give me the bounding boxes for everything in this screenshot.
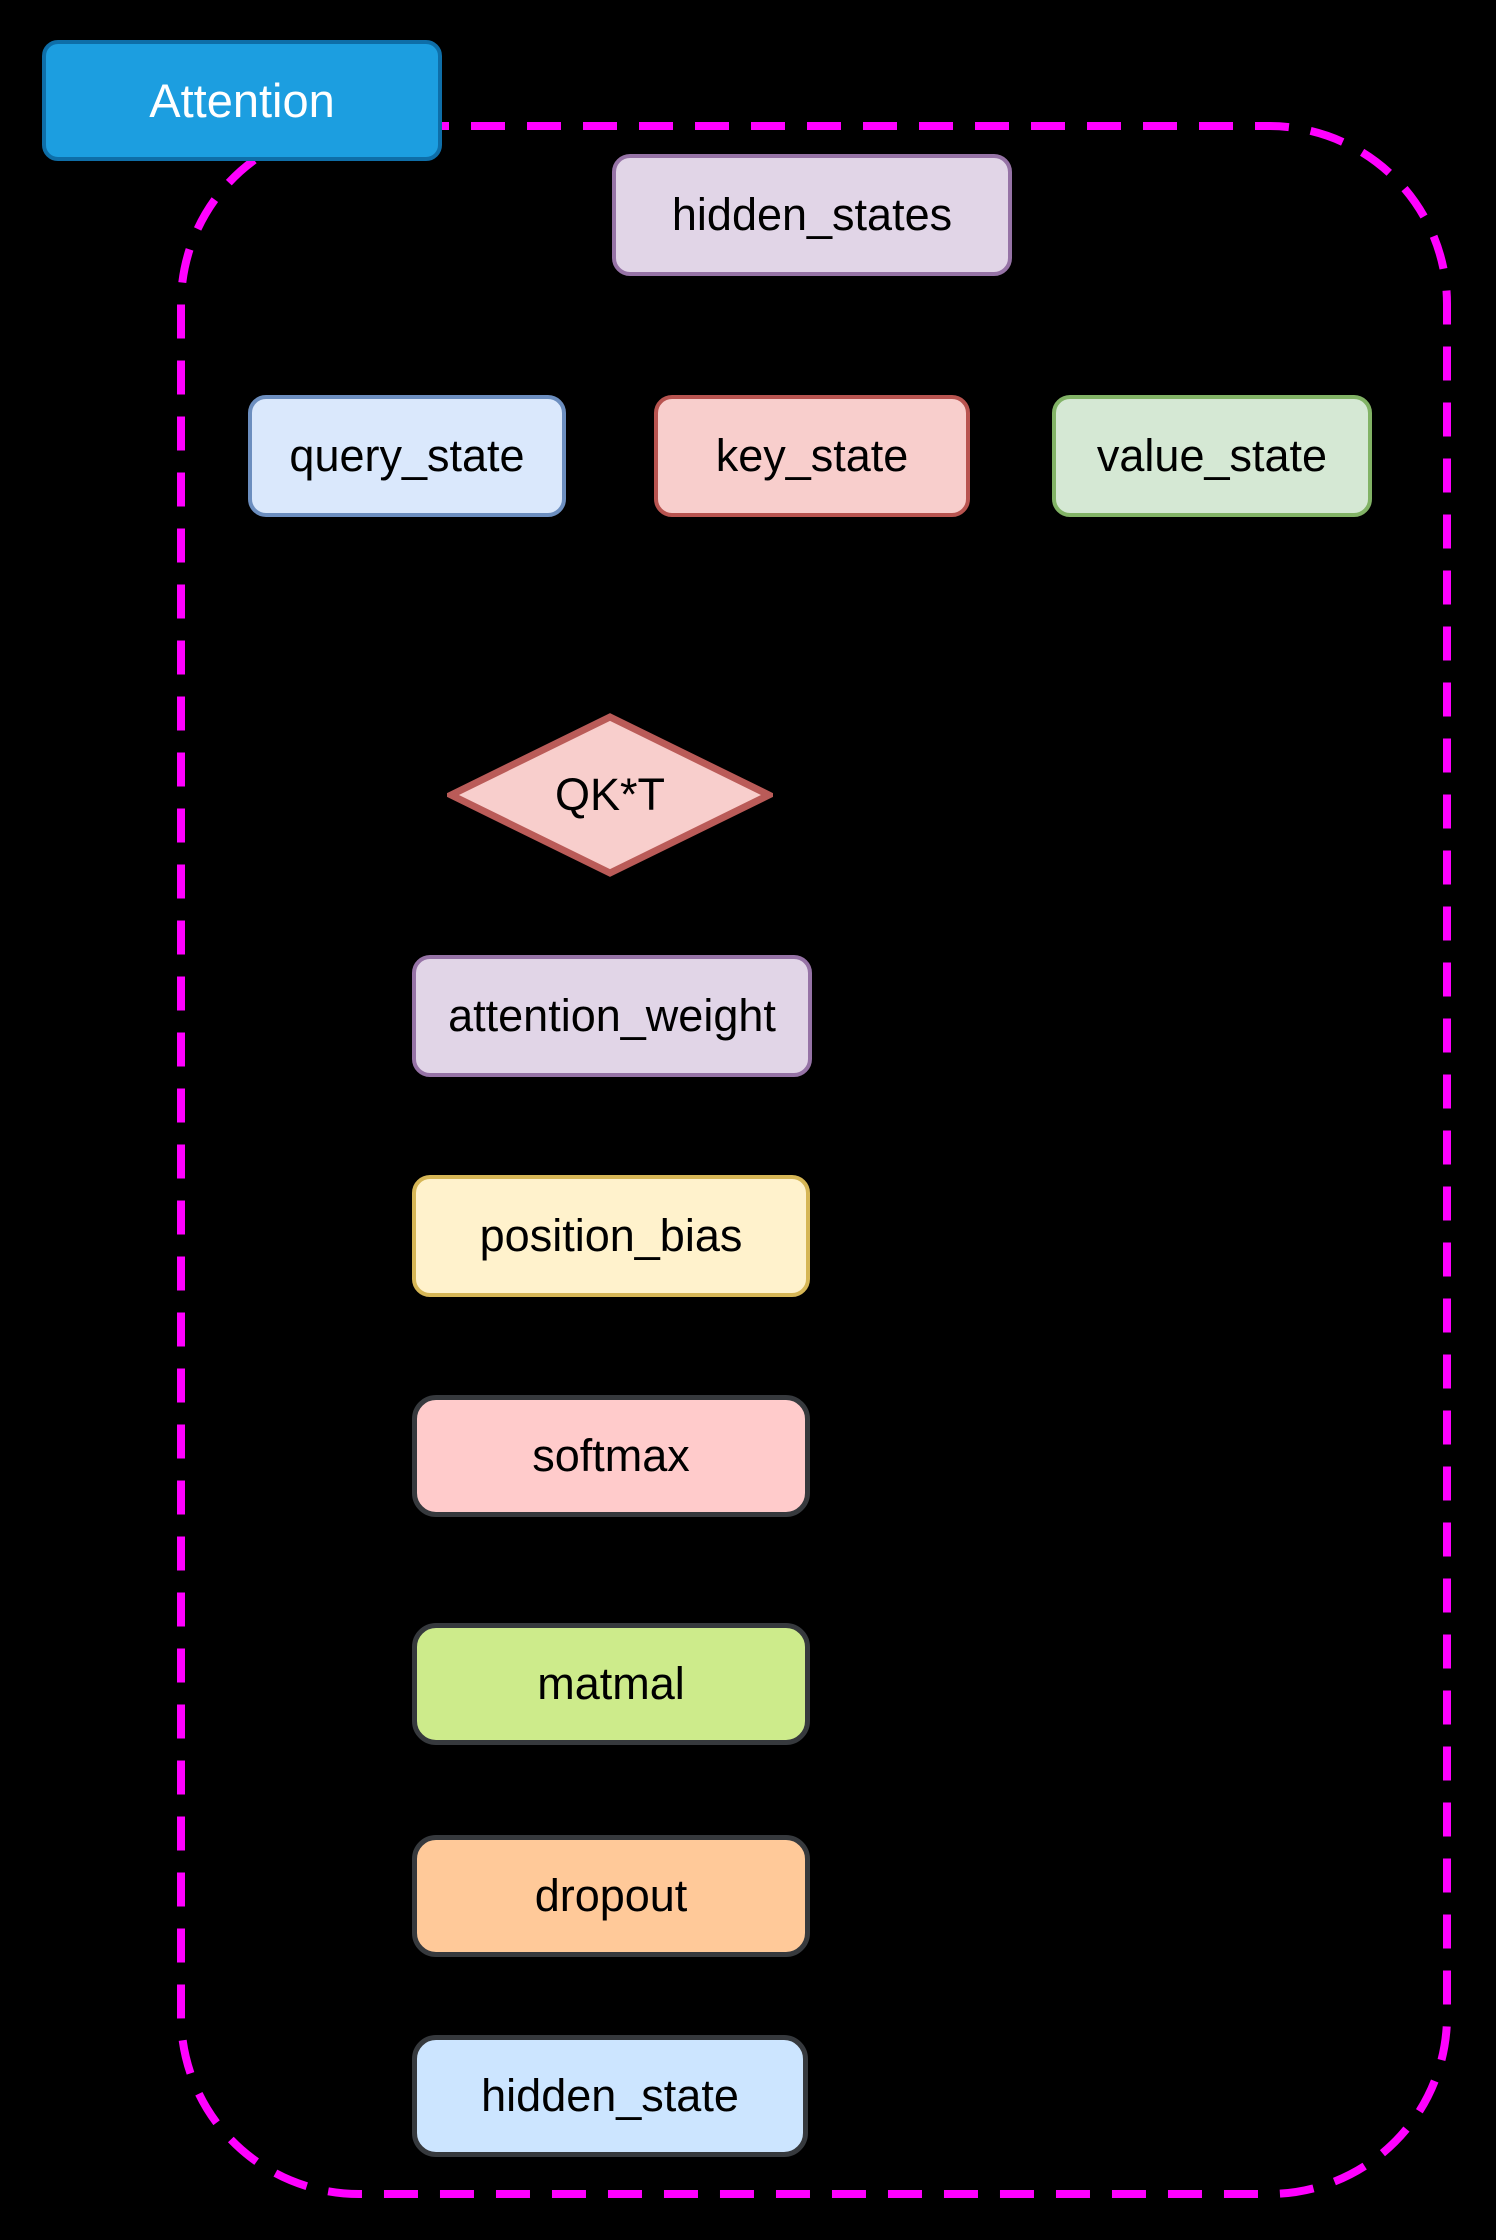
node-hidden-state-label: hidden_state [481,2070,739,2121]
node-value-state: value_state [1052,395,1372,517]
node-softmax: softmax [412,1395,810,1517]
attention-group-border [177,122,1451,2198]
node-dropout-label: dropout [534,1870,688,1921]
node-softmax-label: softmax [532,1430,690,1481]
node-key-state-label: key_state [715,430,909,481]
qkt-diamond-shape [443,713,777,877]
node-position-bias-label: position_bias [479,1210,743,1261]
node-key-state: key_state [654,395,970,517]
node-hidden-states: hidden_states [612,154,1012,276]
group-border-rect [177,122,1451,2198]
node-qkt-label: QK*T [554,769,666,820]
node-query-state-label: query_state [289,430,525,481]
node-attention-weight: attention_weight [412,955,812,1077]
node-hidden-states-label: hidden_states [671,189,953,240]
node-position-bias: position_bias [412,1175,810,1297]
node-matmal-label: matmal [537,1658,685,1709]
node-value-state-label: value_state [1096,430,1328,481]
attention-title-box: Attention [42,40,442,161]
node-qkt-diamond: QK*T [443,713,777,877]
node-attention-weight-label: attention_weight [448,990,776,1041]
node-query-state: query_state [248,395,566,517]
node-matmal: matmal [412,1623,810,1745]
attention-title-label: Attention [149,74,335,127]
node-dropout: dropout [412,1835,810,1957]
qkt-diamond-polygon [443,713,777,877]
node-hidden-state: hidden_state [412,2035,808,2157]
